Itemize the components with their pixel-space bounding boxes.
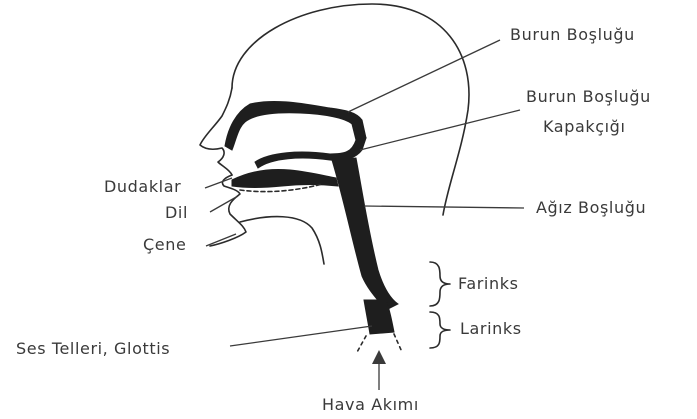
label-oral-cavity: Ağız Boşluğu (536, 198, 646, 217)
nasal-cavity-shape (225, 101, 366, 150)
pharynx-shape (332, 158, 398, 310)
leader-nasal-cavity (348, 40, 500, 112)
pharynx-brace (430, 262, 450, 306)
leader-tongue (210, 196, 238, 212)
leader-velum (360, 110, 520, 150)
label-vocal-cords: Ses Telleri, Glottis (16, 339, 170, 358)
airflow-arrow-head (372, 350, 386, 364)
leader-vocal-cords (230, 326, 372, 346)
label-velum-line2: Kapakçığı (543, 117, 626, 136)
label-airflow: Hava Akımı (322, 395, 419, 414)
label-nasal-cavity: Burun Boşluğu (510, 25, 635, 44)
label-velum-line1: Burun Boşluğu (526, 87, 651, 106)
larynx-brace (430, 312, 450, 348)
face-profile (200, 88, 232, 175)
tongue-shape (232, 169, 338, 187)
label-pharynx: Farinks (458, 274, 519, 293)
jaw-neck-outline (240, 217, 324, 264)
label-lips: Dudaklar (104, 177, 181, 196)
label-tongue: Dil (165, 203, 188, 222)
label-jaw: Çene (143, 235, 186, 254)
label-larynx: Larinks (460, 319, 522, 338)
